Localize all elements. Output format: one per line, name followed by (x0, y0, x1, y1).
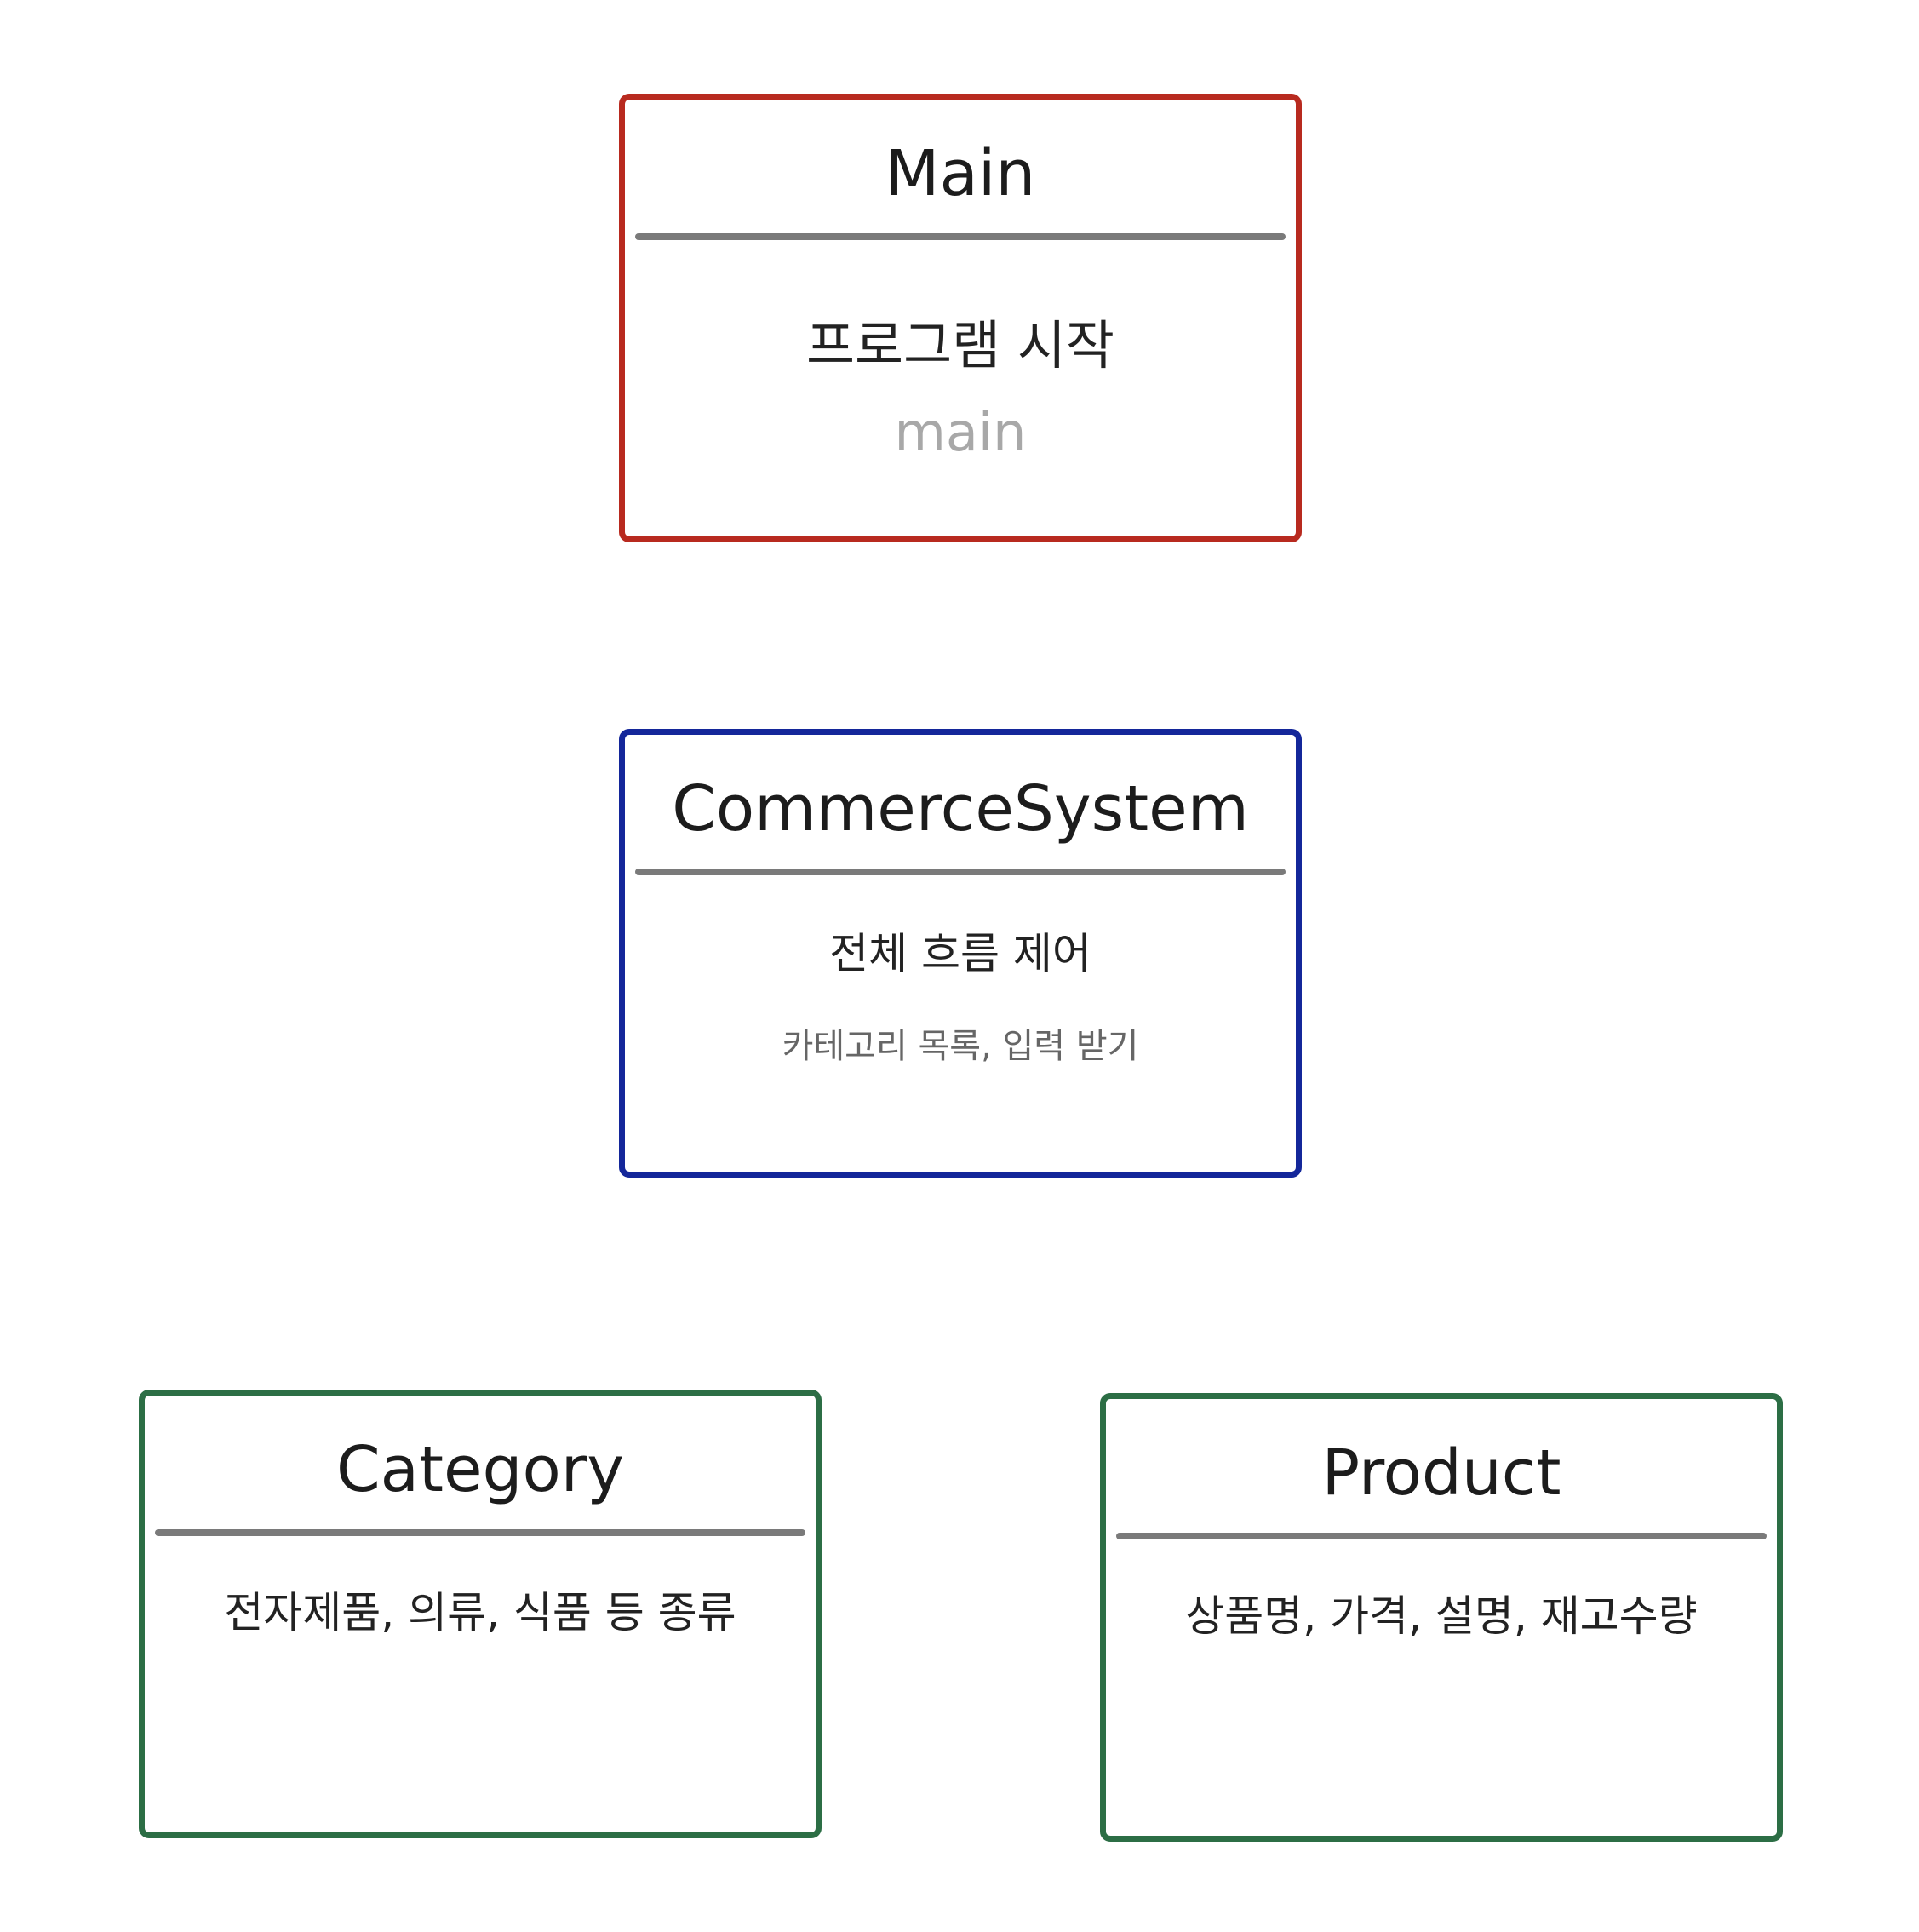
commerce-system-class-divider (635, 869, 1286, 875)
commerce-system-class-detail: 카테고리 목록, 입력 받기 (782, 1027, 1139, 1066)
category-class-divider (155, 1529, 805, 1536)
main-class-box: Main 프로그램 시작 main (619, 94, 1302, 542)
product-class-box: Product 상품명, 가격, 설명, 재고수량 (1100, 1393, 1783, 1842)
commerce-system-class-description: 전체 흐름 제어 (829, 929, 1091, 978)
product-class-description: 상품명, 가격, 설명, 재고수량 (1185, 1591, 1698, 1641)
commerce-system-class-title: CommerceSystem (672, 772, 1249, 846)
main-class-title: Main (885, 137, 1036, 210)
main-class-detail: main (894, 401, 1027, 463)
main-class-divider (635, 233, 1286, 240)
category-class-box: Category 전자제품, 의류, 식품 등 종류 (139, 1390, 822, 1838)
product-class-title: Product (1321, 1436, 1561, 1510)
commerce-system-class-box: CommerceSystem 전체 흐름 제어 카테고리 목록, 입력 받기 (619, 729, 1302, 1178)
main-class-description: 프로그램 시작 (806, 314, 1114, 376)
category-class-description: 전자제품, 의류, 식품 등 종류 (224, 1588, 736, 1637)
product-class-divider (1116, 1533, 1767, 1539)
category-class-title: Category (335, 1433, 625, 1506)
